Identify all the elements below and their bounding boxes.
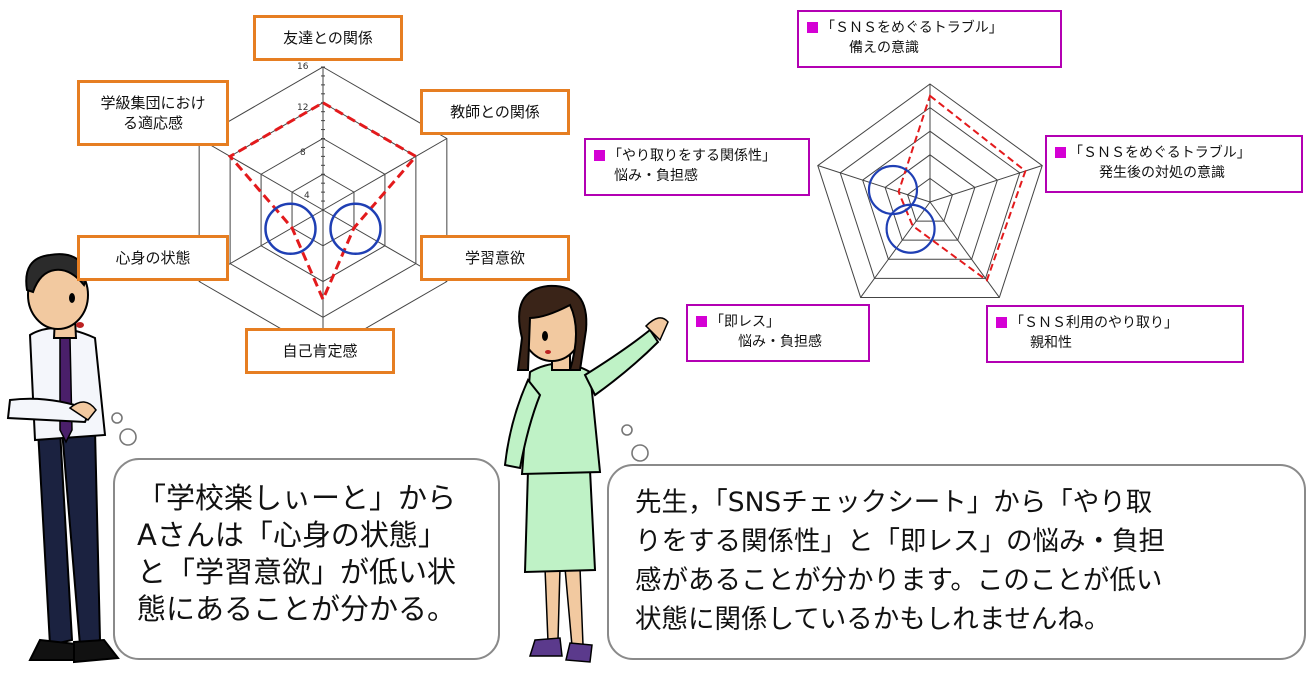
left-series-line [227,101,419,304]
left-axis-label-self-esteem: 自己肯定感 [245,328,395,374]
bullet-square-icon [807,22,818,33]
right-grid-spoke [929,165,1043,203]
right-axis-label-preparation: 「ＳＮＳをめぐるトラブル」備えの意識 [797,10,1062,68]
left-axis-label-mind-body: 心身の状態 [77,235,229,281]
highlight-circle [885,203,936,254]
teacher-thought-dots [111,412,137,446]
right-axis-label-response: 「ＳＮＳをめぐるトラブル」発生後の対処の意識 [1045,135,1303,193]
right-grid-spoke [817,165,931,203]
highlight-circle [264,202,317,256]
right-radar-series [867,94,1027,282]
student-speech-line: りをする関係性」と「即レス」の悩み・負担 [635,526,1165,557]
teacher-speech-line: と「学習意欲」が低い状 [137,555,457,589]
left-radar-series [227,101,419,304]
right-grid-spoke [860,201,931,298]
bullet-square-icon [1055,147,1066,158]
right-axis-label-affinity: 「ＳＮＳ利用のやり取り」親和性 [986,305,1244,363]
right-grid-ring [862,130,998,260]
student-speech-line: 状態に関係しているかもしれませんね。 [635,604,1111,635]
student-speech-line: 感があることが分かります。このことが低い [635,565,1163,596]
highlight-circle [329,202,382,256]
left-grid-spoke [198,138,324,211]
right-grid-spoke [929,201,1000,298]
right-grid-ring [906,177,954,222]
right-axis-label-quick-reply: 「即レス」悩み・負担感 [686,304,870,362]
left-axis-label-class-adaptation: 学級集団における適応感 [77,80,229,146]
student-speech-bubble: 先生，「SNSチェックシート」から「やり取 りをする関係性」と「即レス」の悩み・… [607,464,1306,660]
left-tick-4: 4 [304,191,310,201]
right-axis-label-relationship: 「やり取りをする関係性」悩み・負担感 [584,138,810,196]
left-axis-label-motivation: 学習意欲 [420,235,570,281]
right-radar-grid [817,83,1043,298]
teacher-speech-line: 態にあることが分かる。 [137,592,457,626]
bullet-square-icon [996,317,1007,328]
teacher-figure [6,253,120,664]
teacher-speech-line: Aさんは「心身の状態」 [137,518,447,552]
right-series-line [897,94,1027,282]
student-speech-line: 先生，「SNSチェックシート」から「やり取 [635,487,1153,518]
bullet-square-icon [594,150,605,161]
left-tick-8: 8 [300,148,306,158]
right-grid-ring [817,83,1043,298]
right-grid-ring [884,154,976,241]
left-tick-16: 16 [297,62,309,72]
left-axis-label-teacher: 教師との関係 [420,89,570,135]
bullet-square-icon [696,316,707,327]
teacher-speech-line: 「学校楽しぃーと」から [137,481,457,515]
teacher-speech-bubble: 「学校楽しぃーと」から Aさんは「心身の状態」 と「学習意欲」が低い状 態にある… [113,458,500,660]
left-radar-grid [198,66,448,354]
student-figure [503,284,669,663]
left-axis-label-friends: 友達との関係 [253,15,403,61]
left-tick-12: 12 [297,103,309,113]
left-grid-spoke [322,138,448,211]
right-grid-ring [839,106,1021,279]
student-thought-dots [621,424,649,462]
